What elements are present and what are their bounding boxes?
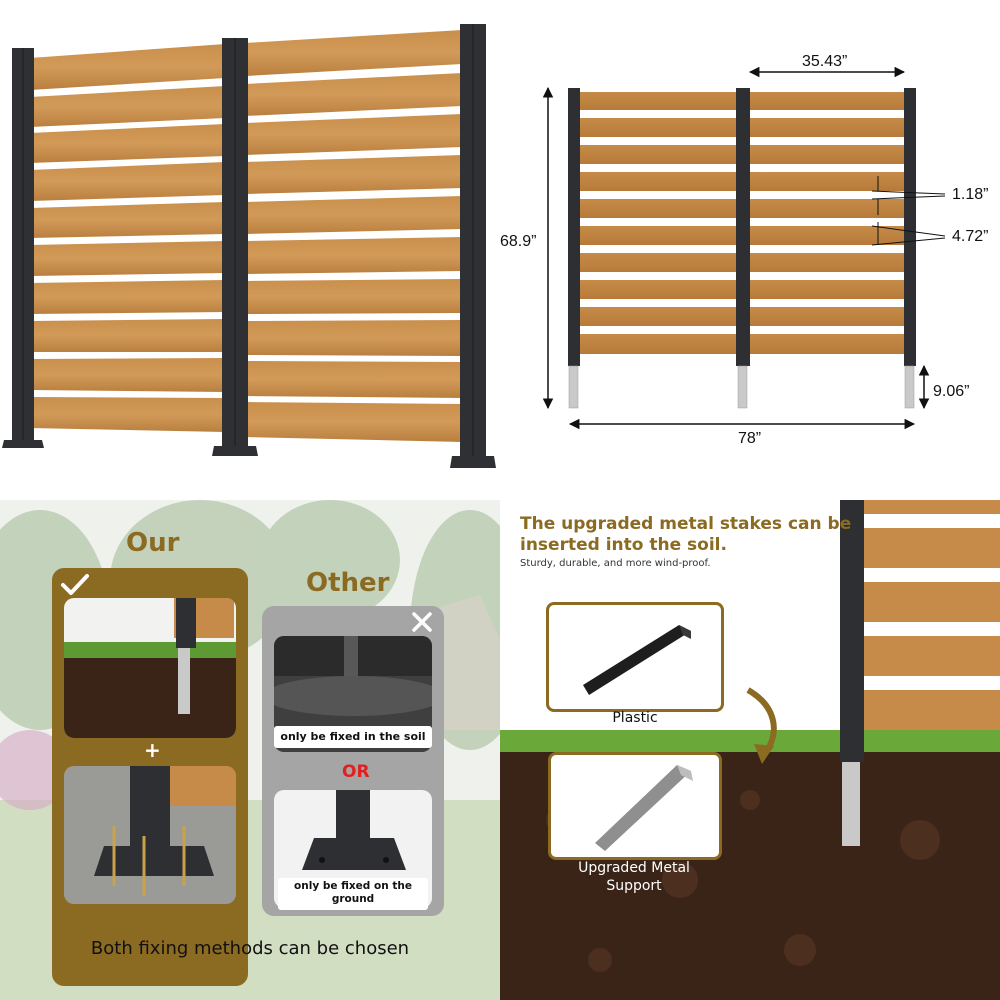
panel-width-label: 35.43” — [802, 53, 848, 70]
soil-stake-photo — [64, 598, 236, 738]
check-icon — [61, 574, 89, 595]
stake-length-label: 9.06” — [933, 383, 970, 400]
soil-caption: only be fixed in the soil — [274, 726, 432, 748]
gap-label: 1.18” — [952, 186, 989, 203]
metal-stake-image — [595, 765, 693, 851]
plus-sign: + — [144, 738, 161, 762]
dimension-diagram: 35.43” 68.9” 1.18” 4.72” 9.06” 78” — [500, 0, 1000, 500]
height-label: 68.9” — [500, 233, 537, 250]
fixing-comparison: Our Other + — [0, 500, 500, 1000]
left-panel-boards — [30, 44, 225, 432]
stakes-headline-line1: The upgraded metal stakes can be — [520, 514, 852, 534]
ground-caption: only be fixed on the ground — [278, 878, 428, 910]
our-title: Our — [126, 528, 180, 558]
metal-stakes-panel: The upgraded metal stakes can be inserte… — [500, 500, 1000, 1000]
metal-stake-card — [548, 752, 722, 860]
curved-arrow-icon — [746, 687, 777, 764]
cross-icon — [412, 612, 432, 632]
stakes-subtitle: Sturdy, durable, and more wind-proof. — [520, 558, 711, 569]
plastic-stake-image — [583, 625, 691, 695]
fence-illustration — [2, 24, 496, 468]
board-height-label: 4.72” — [952, 228, 989, 245]
other-title: Other — [306, 568, 390, 598]
dimension-fence-drawing — [542, 66, 946, 430]
metal-label-line1: Upgraded Metal — [578, 860, 690, 876]
footer-caption: Both fixing methods can be chosen — [90, 938, 410, 959]
metal-label-line2: Support — [606, 878, 662, 894]
ground-bolt-photo — [64, 766, 236, 904]
total-width-label: 78” — [738, 430, 762, 447]
stakes-headline-line2: inserted into the soil. — [520, 535, 727, 555]
plastic-stake-card — [546, 602, 724, 712]
fence-product-image — [0, 0, 500, 500]
or-label: OR — [342, 762, 370, 782]
plastic-label: Plastic — [612, 710, 658, 726]
right-panel-boards — [245, 30, 462, 442]
